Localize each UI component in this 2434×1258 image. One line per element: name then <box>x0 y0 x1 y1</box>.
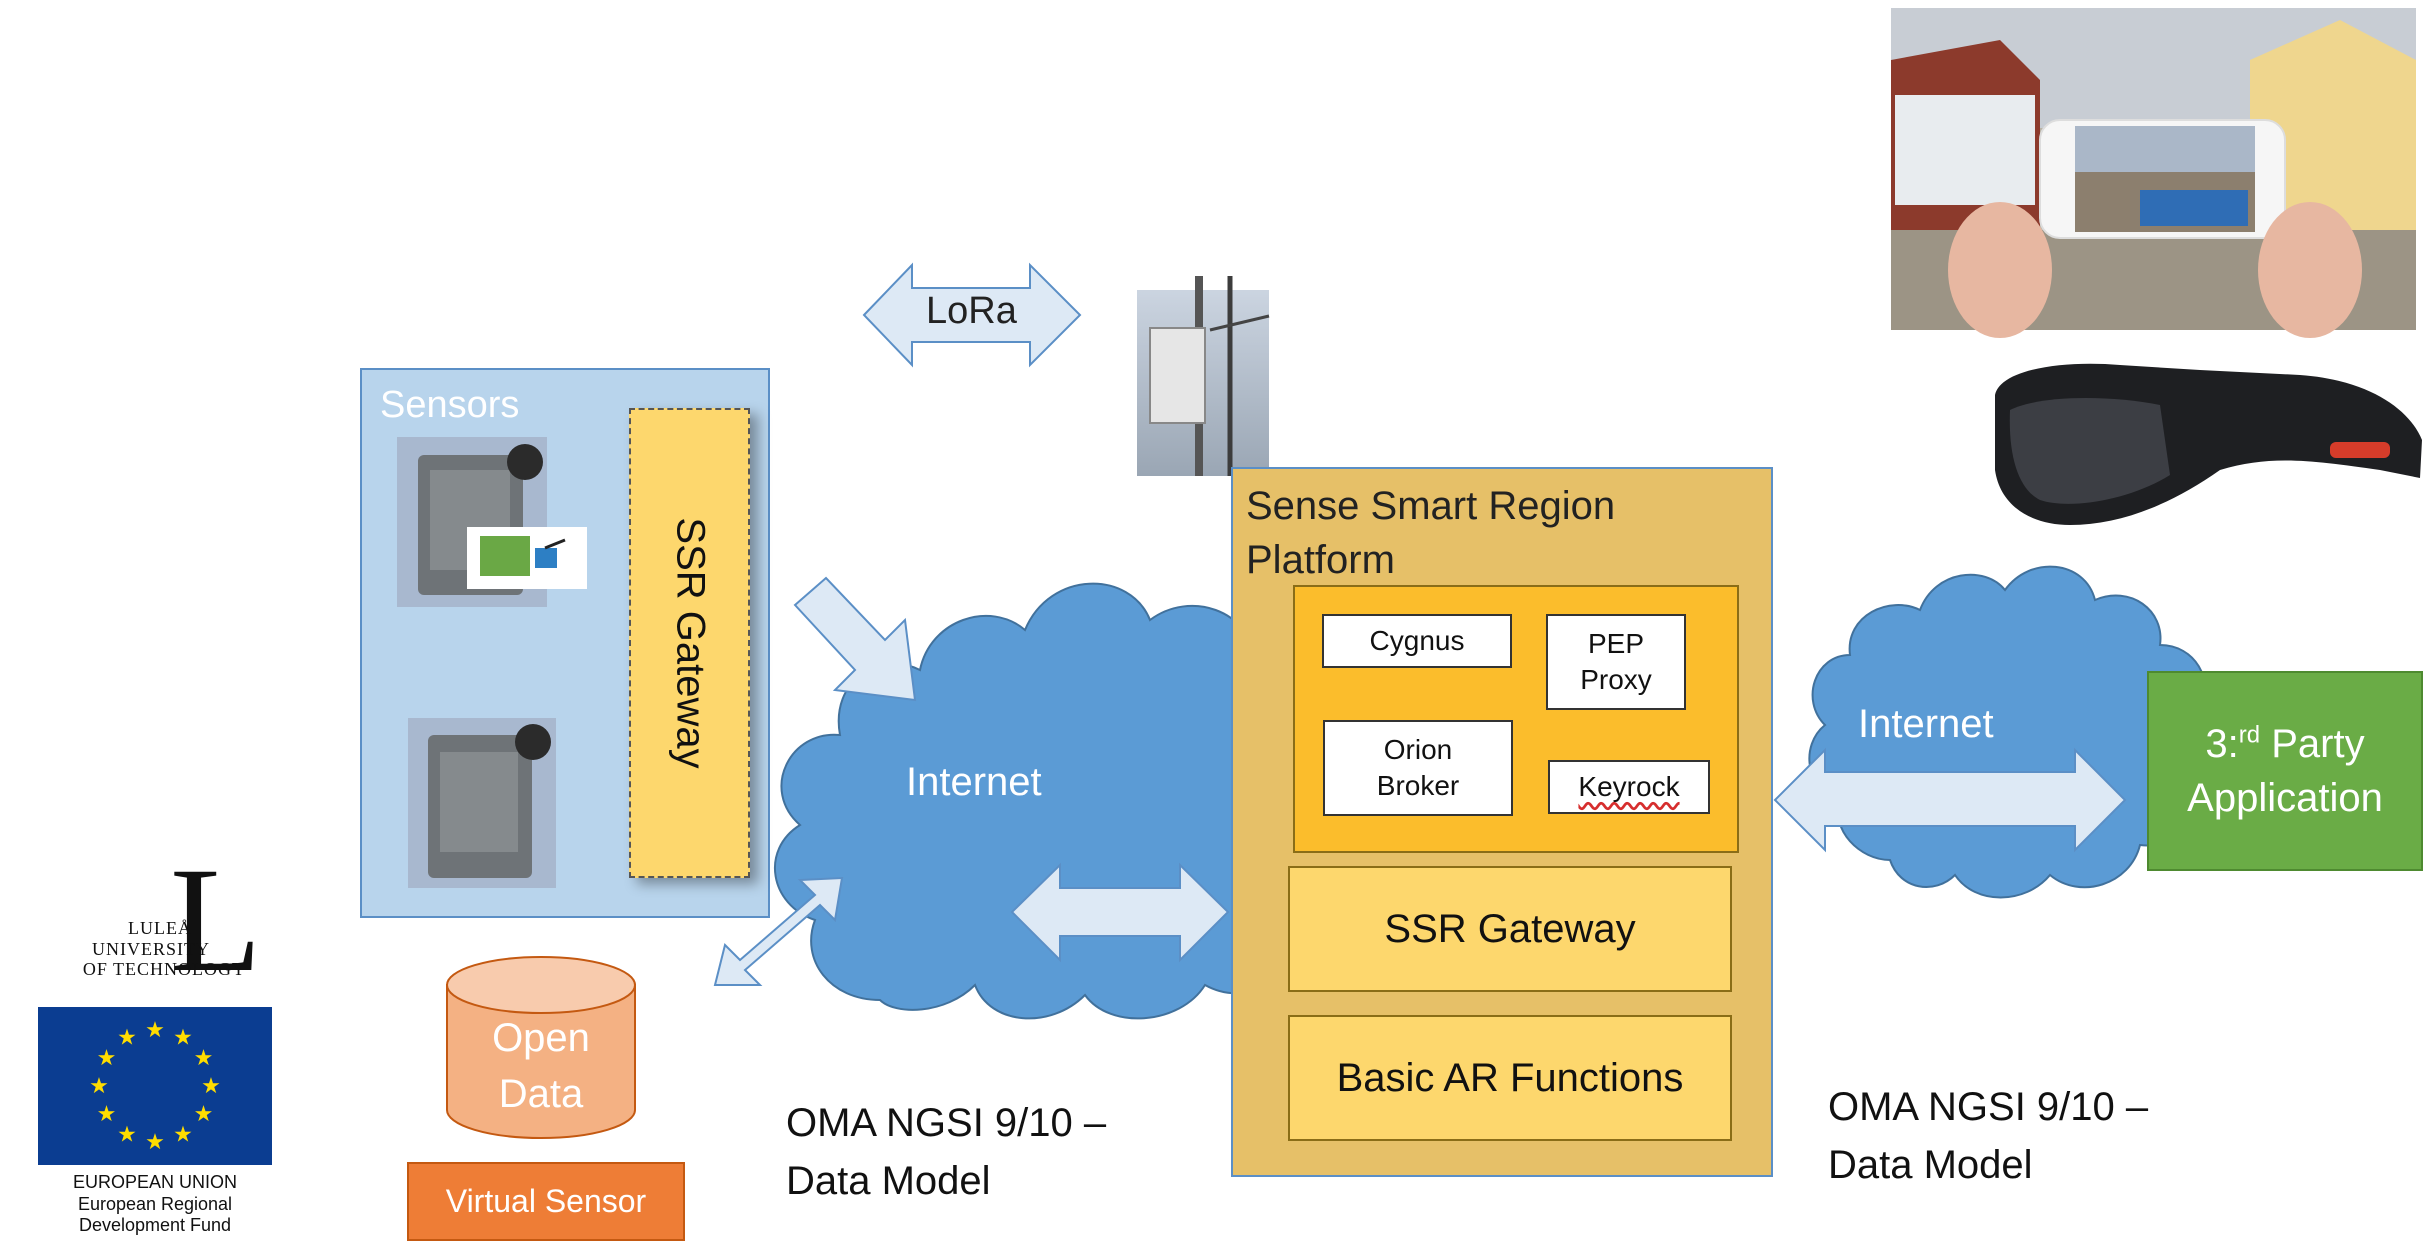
eu-star-icon: ★ <box>97 1101 117 1126</box>
third-party-box <box>2147 671 2423 871</box>
open-data-label: Open Data <box>492 1016 590 1116</box>
keyrock-label: Keyrock <box>1578 770 1680 802</box>
svg-text:L: L <box>170 837 262 1003</box>
sensors-ssr-gateway-label: SSR Gateway <box>668 517 712 769</box>
eu-star-icon: ★ <box>194 1045 214 1070</box>
cygnus-component: Cygnus <box>1322 614 1512 668</box>
platform-title-line1: Sense Smart Region <box>1246 484 1616 528</box>
third-party-line1: 3:rd Party <box>2205 721 2365 766</box>
open-data-cylinder <box>446 956 636 1139</box>
sensors-ssr-gateway-box: SSR Gateway <box>629 408 750 878</box>
eu-star-icon: ★ <box>201 1073 221 1098</box>
sensor-device-photo-top <box>397 437 587 607</box>
oma-ngsi-left: OMA NGSI 9/10 – Data Model <box>786 1101 1107 1203</box>
lora-arrow <box>862 262 1082 368</box>
basic-ar-functions: Basic AR Functions <box>1288 1015 1732 1141</box>
virtual-sensor-label: Virtual Sensor <box>445 1183 647 1219</box>
ar-phone-photo <box>1891 8 2416 338</box>
sensors-label: Sensors <box>380 384 520 426</box>
internet-left-label: Internet <box>906 760 1042 804</box>
eu-star-icon: ★ <box>173 1122 193 1147</box>
gateway-to-internet-arrow <box>793 576 917 702</box>
platform-third-party-arrow <box>1773 747 2127 853</box>
eu-stars: ★★★★★★★★★★★★ <box>89 1017 221 1154</box>
third-party-label: 3:rd Party Application <box>2148 672 2422 870</box>
lora-gateway-photo <box>1137 276 1270 476</box>
open-data-internet-arrow <box>713 876 844 986</box>
eu-star-icon: ★ <box>173 1025 193 1050</box>
keyrock-component: Keyrock <box>1548 760 1710 814</box>
eu-logo-text: EUROPEAN UNION European Regional Develop… <box>72 1172 238 1236</box>
eu-star-icon: ★ <box>117 1122 137 1147</box>
eu-star-icon: ★ <box>194 1101 214 1126</box>
oma-ngsi-right: OMA NGSI 9/10 – Data Model <box>1828 1085 2149 1187</box>
internet-platform-arrow <box>1010 862 1230 963</box>
internet-right-label: Internet <box>1858 702 1994 746</box>
pep-proxy-component: PEP Proxy <box>1546 614 1686 710</box>
platform-ssr-gateway: SSR Gateway <box>1288 866 1732 992</box>
eu-star-icon: ★ <box>145 1129 165 1154</box>
platform-title-line2: Platform <box>1246 538 1395 582</box>
ltu-logo-mark: L <box>170 837 262 1003</box>
ltu-logo-text: LULEÅ UNIVERSITY OF TECHNOLOGY <box>82 918 246 980</box>
third-party-line2: Application <box>2187 776 2383 820</box>
orion-broker-component: Orion Broker <box>1323 720 1513 816</box>
eu-flag <box>38 1007 272 1165</box>
sensor-device-photo-bottom <box>408 718 556 888</box>
eu-star-icon: ★ <box>89 1073 109 1098</box>
ar-headset-image <box>1995 363 2422 525</box>
virtual-sensor-box <box>407 1162 685 1241</box>
lora-label: LoRa <box>926 290 1017 332</box>
eu-star-icon: ★ <box>117 1025 137 1050</box>
eu-star-icon: ★ <box>145 1017 165 1042</box>
eu-star-icon: ★ <box>97 1045 117 1070</box>
